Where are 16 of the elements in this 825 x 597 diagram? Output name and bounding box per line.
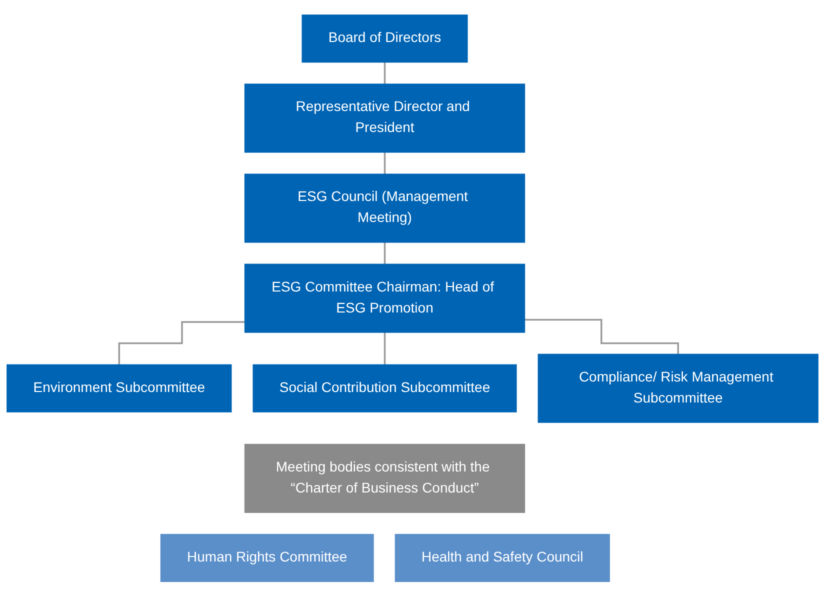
node-box: Board of Directors [302,14,468,63]
node-box: Environment Subcommittee [6,364,232,413]
connector [524,319,679,356]
connector [384,152,386,176]
node-box: ESG Council (Management Meeting) [244,174,526,243]
node-box: Health and Safety Council [394,534,610,582]
connector [384,242,386,266]
connector [384,332,386,366]
node-box: ESG Committee Chairman: Head of ESG Promotion [244,264,526,334]
connector [384,62,386,86]
node-box: Meeting bodies consistent with the “Charter of Business Conduct” [244,444,526,514]
node-box: Human Rights Committee [160,534,374,582]
node-box: Social Contribution Subcommittee [252,364,517,413]
node-box: Compliance/ Risk Management Subcommittee [538,354,818,424]
connector [118,321,245,366]
node-box: Representative Director and President [244,84,526,153]
